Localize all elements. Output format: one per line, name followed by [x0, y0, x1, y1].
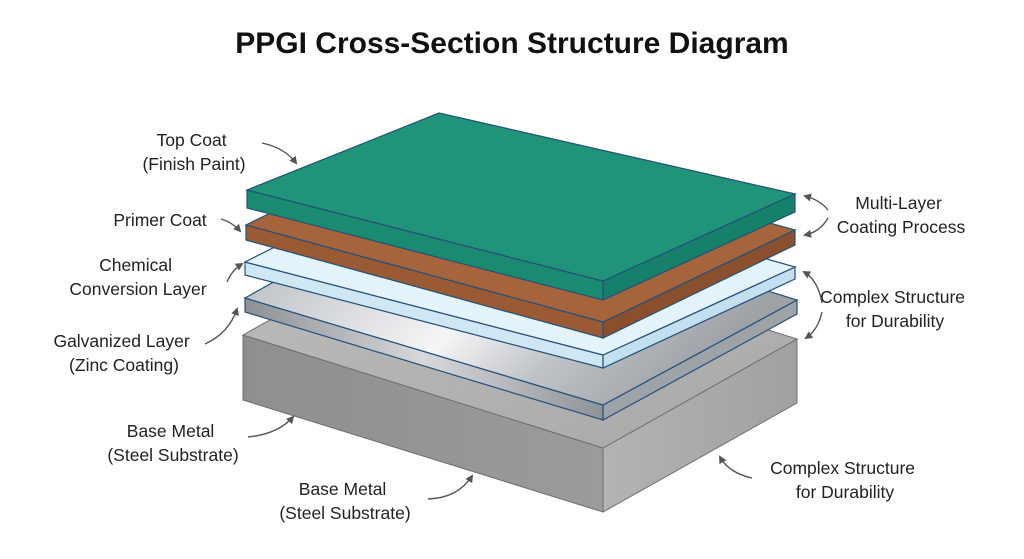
base-metal-arrow-2: [427, 474, 474, 500]
base-metal-label-2: Base Metal (Steel Substrate): [279, 479, 410, 523]
complex-structure-label-1: Complex Structure for Durability: [820, 287, 970, 331]
chemical-conversion-arrow: [226, 262, 244, 283]
complex-structure-arrow-up: [802, 271, 823, 304]
multi-layer-label: Multi-Layer Coating Process: [837, 193, 966, 237]
primer-coat-label: Primer Coat: [113, 210, 206, 230]
top-coat-top: [245, 112, 797, 282]
page-title: PPGI Cross-Section Structure Diagram: [235, 27, 789, 60]
base-metal-arrow-1: [247, 415, 295, 438]
complex-structure-label-2: Complex Structure for Durability: [770, 458, 920, 502]
complex-structure-arrow-down: [804, 311, 823, 340]
chemical-conversion-label: Chemical Conversion Layer: [69, 255, 206, 299]
multi-layer-arrow-up: [803, 193, 829, 211]
top-coat-arrow: [261, 142, 298, 165]
top-coat-layer: [245, 112, 797, 301]
primer-coat-arrow: [220, 218, 242, 233]
complex-structure-arrow-2: [719, 455, 753, 479]
top-coat-label: Top Coat (Finish Paint): [142, 130, 245, 174]
galvanized-label: Galvanized Layer (Zinc Coating): [53, 331, 194, 375]
multi-layer-arrow-down: [803, 217, 829, 238]
galvanized-arrow: [204, 307, 239, 345]
base-metal-label-1: Base Metal (Steel Substrate): [107, 421, 238, 465]
